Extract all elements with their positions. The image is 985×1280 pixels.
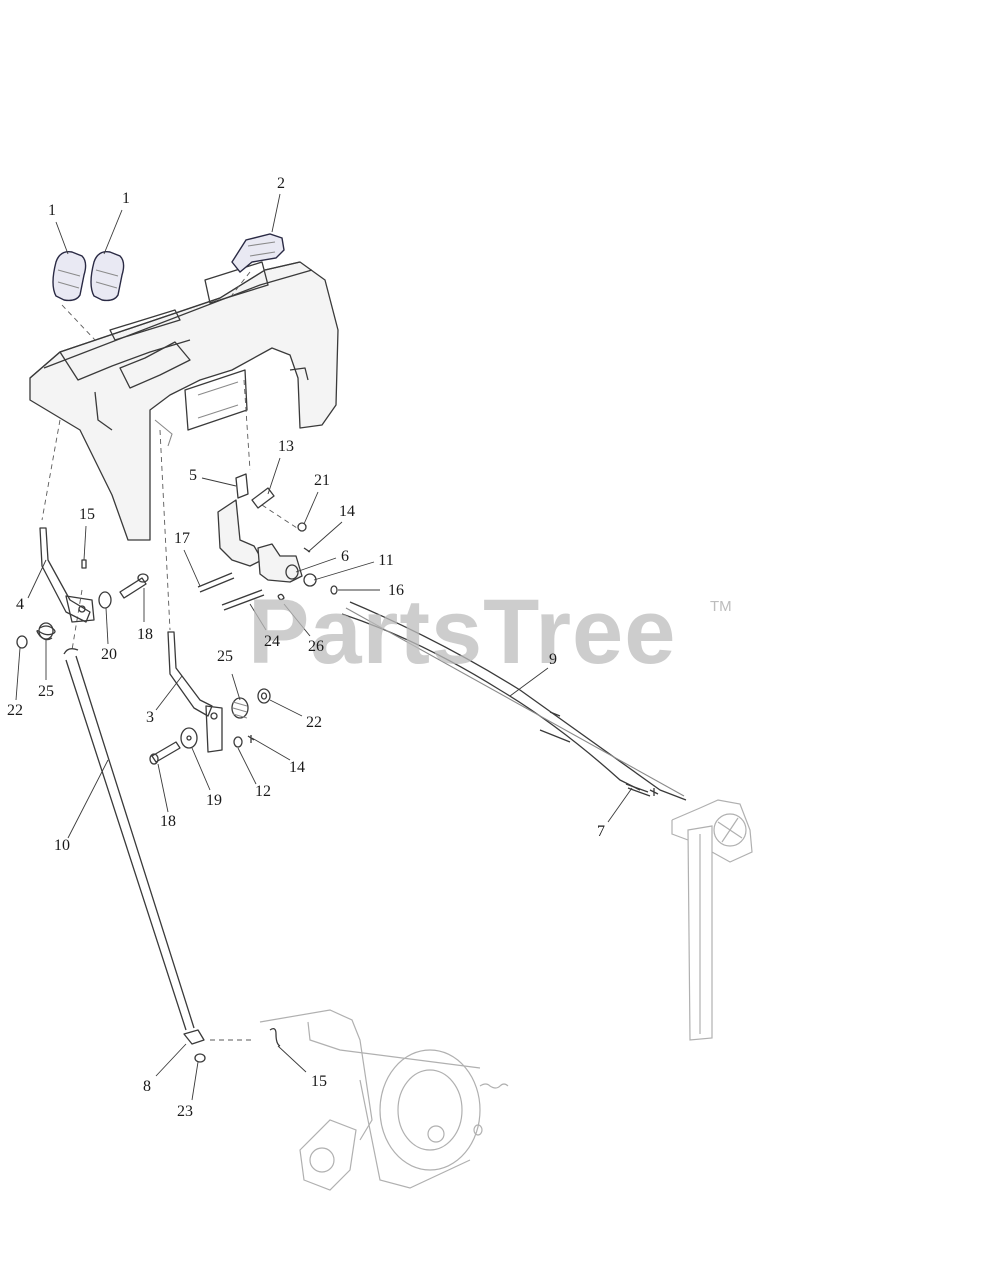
callout-label[interactable]: 9 (549, 651, 557, 668)
watermark-trademark: TM (710, 598, 732, 615)
assembly-lines (41, 271, 301, 1041)
callout-label[interactable]: 14 (289, 759, 305, 776)
chute-bracket (671, 799, 753, 1041)
bushing-12 (233, 736, 243, 748)
washer-22-left (16, 635, 28, 649)
callout-label[interactable]: 10 (54, 837, 70, 854)
rod-10 (63, 648, 195, 1031)
callout-label[interactable]: 22 (7, 702, 23, 719)
bracket-assembly (197, 473, 338, 611)
callout-label[interactable]: 6 (341, 548, 349, 565)
callout-label[interactable]: 11 (378, 552, 394, 569)
callout-label[interactable]: 12 (255, 783, 271, 800)
dash-panel (29, 261, 339, 541)
speed-control-knob-right (90, 251, 125, 302)
callout-label[interactable]: 8 (143, 1078, 151, 1095)
link-8 (183, 1029, 205, 1045)
washer-20 (98, 591, 112, 609)
callout-label[interactable]: 19 (206, 792, 222, 809)
spring-25-center (231, 697, 249, 719)
callout-label[interactable]: 3 (146, 709, 154, 726)
drive-assembly (259, 1009, 509, 1191)
speed-control-knob-left (52, 251, 87, 302)
callout-label[interactable]: 18 (160, 813, 176, 830)
callout-label[interactable]: 24 (264, 633, 280, 650)
spring-25-left (36, 622, 56, 641)
callout-label[interactable]: 1 (122, 190, 130, 207)
cable-9 (341, 601, 687, 801)
callout-label[interactable]: 1 (48, 202, 56, 219)
callout-label[interactable]: 2 (277, 175, 285, 192)
callout-label[interactable]: 18 (137, 626, 153, 643)
callout-label[interactable]: 14 (339, 503, 355, 520)
clip-15-lower (269, 1028, 281, 1047)
callout-label[interactable]: 21 (314, 472, 330, 489)
chute-control-knob (231, 233, 285, 273)
callout-label[interactable]: 20 (101, 646, 117, 663)
watermark-text: PartsTree (248, 581, 677, 683)
callout-label[interactable]: 22 (306, 714, 322, 731)
clip-15-upper (81, 559, 87, 569)
callout-label[interactable]: 17 (174, 530, 190, 547)
callout-label[interactable]: 23 (177, 1103, 193, 1120)
callout-label[interactable]: 25 (217, 648, 233, 665)
washer-19 (180, 727, 198, 749)
leader-lines (15, 193, 633, 1101)
pin-18-upper (119, 573, 149, 599)
callout-label[interactable]: 15 (79, 506, 95, 523)
callout-label[interactable]: 25 (38, 683, 54, 700)
washer-22-center (257, 688, 271, 704)
clip-14-lower (247, 735, 255, 743)
pin-18-lower (149, 741, 181, 765)
callout-label[interactable]: 4 (16, 596, 24, 613)
callout-label[interactable]: 26 (308, 638, 324, 655)
callout-label[interactable]: 13 (278, 438, 294, 455)
nut-23 (194, 1053, 206, 1063)
callout-label[interactable]: 15 (311, 1073, 327, 1090)
callout-label[interactable]: 16 (388, 582, 404, 599)
callout-label[interactable]: 7 (597, 823, 605, 840)
lever-3 (167, 631, 223, 753)
cable-end-7 (625, 783, 659, 797)
callout-label[interactable]: 5 (189, 467, 197, 484)
lever-4 (39, 527, 95, 623)
